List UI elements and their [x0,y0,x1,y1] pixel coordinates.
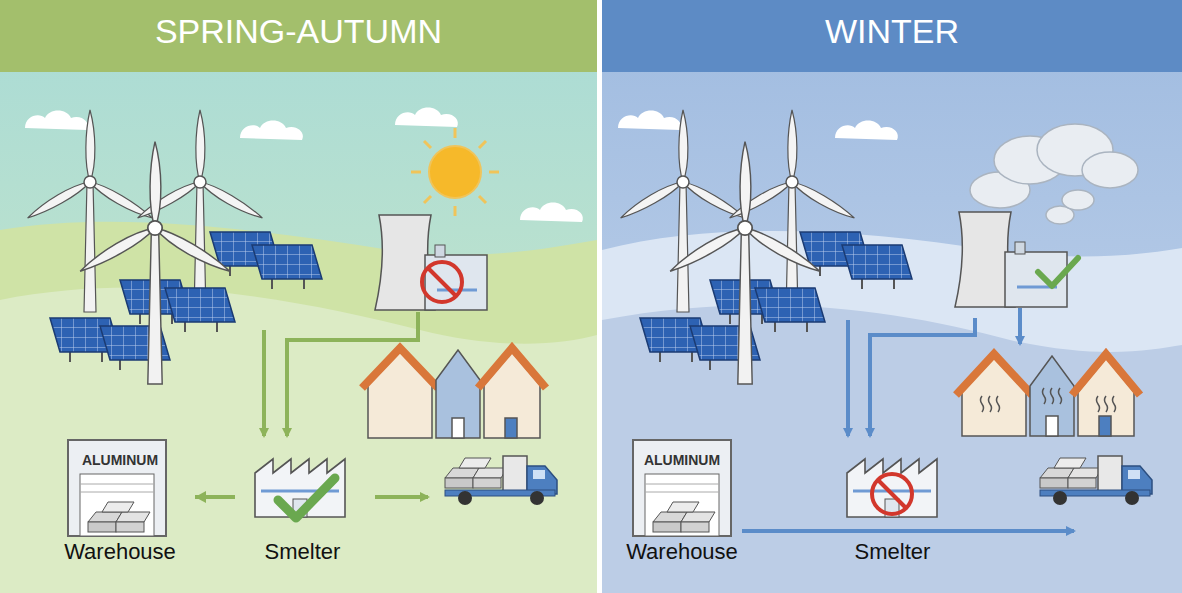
panel-title: SPRING-AUTUMN [0,12,597,51]
warehouse-sign: ALUMINUM [45,452,195,468]
smelter-node: Smelter [825,440,960,570]
season-panel: SPRING-AUTUMN ALUMINUM Warehouse Smelter [0,0,597,593]
warehouse-sign: ALUMINUM [607,452,757,468]
warehouse-node: ALUMINUM Warehouse [45,440,195,570]
smelter-label: Smelter [825,539,960,565]
smelter-label: Smelter [235,539,370,565]
flow-arrow [195,491,235,503]
warehouse-node: ALUMINUM Warehouse [607,440,757,570]
panel-title: WINTER [602,12,1182,51]
season-panel: WINTER ALUMINUM Warehouse Smelter [602,0,1182,593]
warehouse-label: Warehouse [607,539,757,565]
warehouse-label: Warehouse [45,539,195,565]
smelter-node: Smelter [235,440,370,570]
